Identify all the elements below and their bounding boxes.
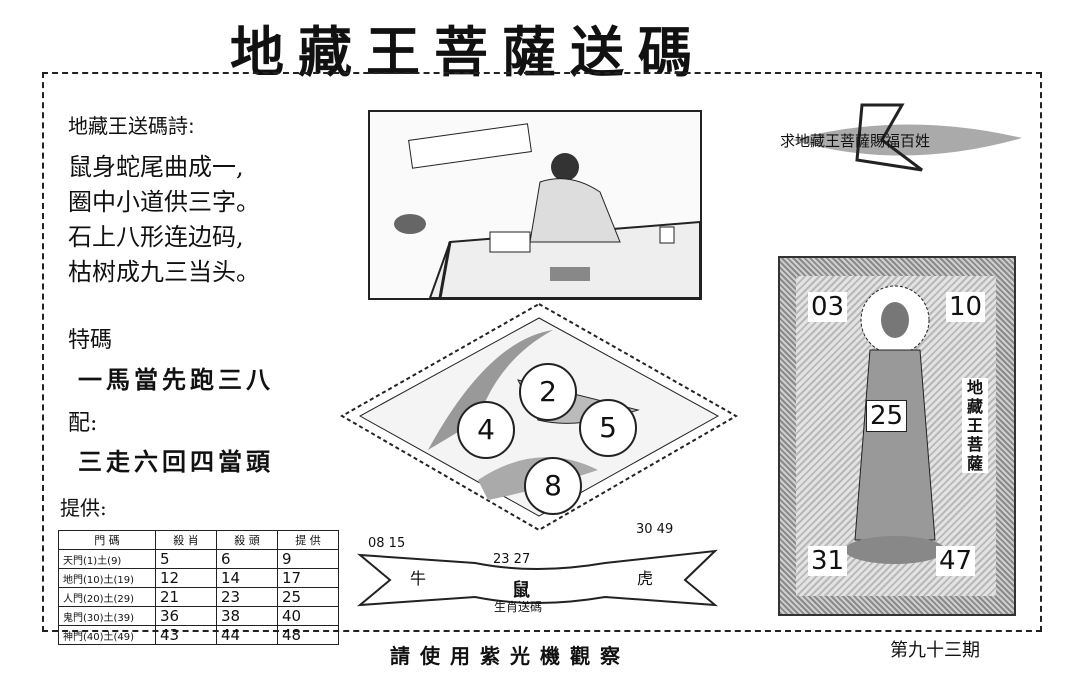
dashed-frame [42,72,1042,632]
zodiac-banner [356,549,719,607]
scholar-drawing [394,123,701,299]
banner-right-numbers: 30 49 [636,522,674,537]
row-label: 鬼門(30)土(39) [58,606,156,626]
table-cell: 14 [216,568,278,588]
table-cell: 12 [155,568,217,588]
table-cell: 36 [155,606,217,626]
poem-line: 石上八形连边码, [68,223,244,251]
poem-line: 枯树成九三当头。 [68,258,260,286]
table-cell: 25 [277,587,339,607]
pei-text: 三走六回四當頭 [78,447,274,476]
panel-number-center: 25 [866,400,908,432]
provide-label: 提供: [60,496,107,520]
poem-block: 鼠身蛇尾曲成一, 圈中小道供三字。 石上八形连边码, 枯树成九三当头。 [68,150,260,290]
table-cell: 44 [216,625,278,645]
diamond-number: 8 [524,457,582,515]
panel-number-top-right: 10 [946,292,986,322]
table-cell: 17 [277,568,339,588]
page-title: 地藏王菩薩送碼 [230,20,706,84]
diamond-number: 5 [579,399,637,457]
table-header: 門 碼 [58,530,156,550]
table-row: 天門(1)土(9) 5 6 9 [58,549,339,569]
row-label: 人門(20)土(29) [58,587,156,607]
poem-line: 鼠身蛇尾曲成一, [68,153,244,181]
poem-heading: 地藏王送碼詩: [68,114,195,138]
table-cell: 48 [277,625,339,645]
table-cell: 40 [277,606,339,626]
number-table: 門 碼 殺 肖 殺 頭 提 供 天門(1)土(9) 5 6 9 地門(10)土(… [58,530,339,645]
row-label: 天門(1)土(9) [58,549,156,569]
panel-vertical-text: 地藏王菩薩 [962,378,988,473]
scholar-illustration [368,110,702,300]
table-header: 提 供 [277,530,339,550]
diamond-number: 4 [457,401,515,459]
table-cell: 21 [155,587,217,607]
table-cell: 23 [216,587,278,607]
table-cell: 38 [216,606,278,626]
table-cell: 6 [216,549,278,569]
banner-caption: 生肖送碼 [494,600,543,614]
banner-mid-numbers: 23 27 [493,552,531,567]
banner-center-label: 鼠 [512,580,530,601]
table-cell: 43 [155,625,217,645]
banner-right-label: 虎 [637,569,654,588]
pei-label: 配: [68,411,98,436]
banner-left-label: 牛 [410,569,427,588]
seal-text: 求地藏王菩薩賜福百姓 [780,132,931,150]
deity-figure [845,285,945,564]
issue-period: 第九十三期 [890,640,980,661]
table-header: 殺 頭 [216,530,278,550]
table-header-row: 門 碼 殺 肖 殺 頭 提 供 [58,530,339,550]
table-header: 殺 肖 [155,530,217,550]
tema-label: 特碼 [68,328,113,353]
table-row: 神門(40)土(49) 43 44 48 [58,625,339,645]
banner-left-numbers: 08 15 [368,536,406,551]
row-label: 神門(40)土(49) [58,625,156,645]
table-row: 人門(20)土(29) 21 23 25 [58,587,339,607]
table-cell: 5 [155,549,217,569]
tema-text: 一馬當先跑三八 [78,365,274,394]
diamond-number: 2 [519,363,577,421]
panel-number-bottom-right: 47 [936,546,976,576]
row-label: 地門(10)土(19) [58,568,156,588]
table-row: 地門(10)土(19) 12 14 17 [58,568,339,588]
table-cell: 9 [277,549,339,569]
seal-emblem [792,103,1022,172]
poem-line: 圈中小道供三字。 [68,188,260,216]
bottom-note: 請使用紫光機觀察 [390,644,630,668]
panel-number-bottom-left: 31 [808,546,848,576]
table-row: 鬼門(30)土(39) 36 38 40 [58,606,339,626]
panel-number-top-left: 03 [808,292,848,322]
